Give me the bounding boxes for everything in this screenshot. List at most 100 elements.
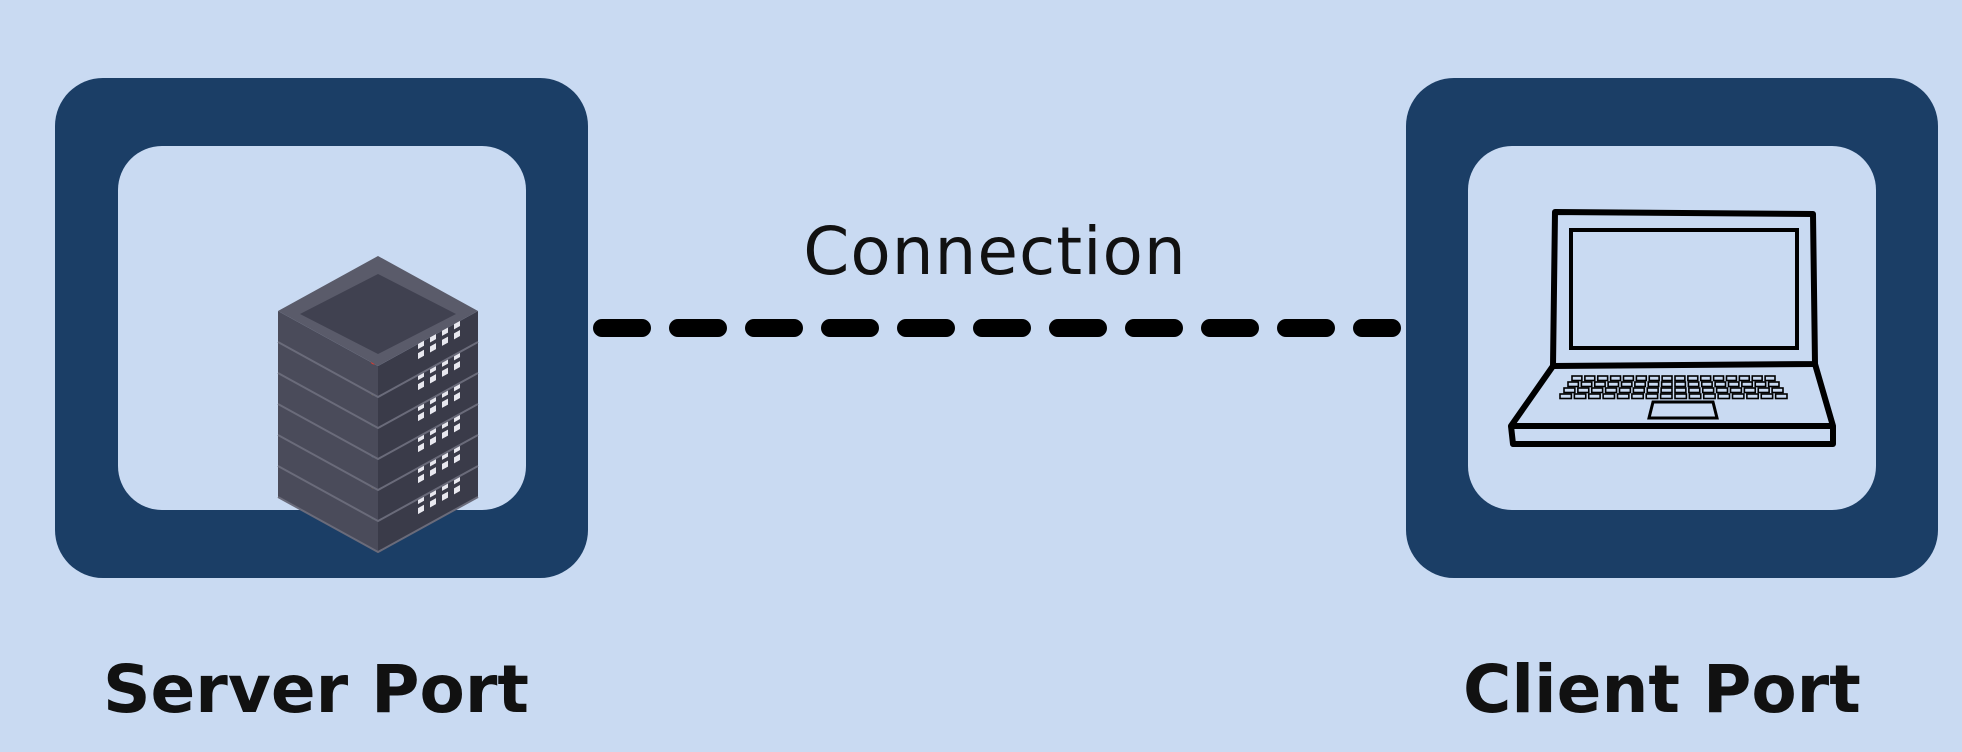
keyboard-key xyxy=(1563,387,1576,394)
keyboard-key xyxy=(1687,375,1699,382)
keyboard-key xyxy=(1622,375,1635,382)
keyboard-key xyxy=(1659,393,1673,400)
keyboard-key xyxy=(1593,381,1606,388)
keyboard-key xyxy=(1660,381,1673,388)
connection-line xyxy=(593,319,1401,337)
keyboard-key xyxy=(1632,387,1646,394)
rack-vent xyxy=(442,460,448,470)
keyboard-key xyxy=(1746,393,1760,400)
rack-unit xyxy=(277,466,479,554)
rack-vent xyxy=(418,411,424,422)
keyboard-key xyxy=(1616,393,1630,400)
rack-vent xyxy=(454,485,460,495)
rack-unit xyxy=(277,342,479,430)
keyboard-key xyxy=(1587,393,1601,400)
keyboard-key xyxy=(1634,381,1647,388)
rack-vent xyxy=(430,374,436,384)
keyboard-key xyxy=(1580,381,1593,388)
keyboard-key xyxy=(1774,393,1788,400)
keyboard-key xyxy=(1754,381,1767,388)
keyboard-key xyxy=(1701,387,1715,394)
keyboard-key xyxy=(1712,375,1725,382)
keyboard-key xyxy=(1702,393,1716,400)
rack-vent xyxy=(430,333,436,343)
keyboard-key xyxy=(1687,381,1700,388)
keyboard-key xyxy=(1674,387,1687,394)
rack-vent xyxy=(442,398,448,408)
keyboard-key xyxy=(1635,375,1648,382)
keyboard-key xyxy=(1674,393,1688,400)
connection-label: Connection xyxy=(803,213,1187,290)
keyboard-key xyxy=(1604,387,1618,394)
rack-vent xyxy=(430,467,436,477)
keyboard-key xyxy=(1620,381,1633,388)
rack-vent xyxy=(418,339,424,350)
rack-vent xyxy=(454,392,460,402)
keyboard-key xyxy=(1602,393,1616,400)
rack-vent xyxy=(430,405,436,415)
client-tile xyxy=(1406,78,1938,578)
keyboard-key xyxy=(1609,375,1622,382)
keyboard-key xyxy=(1731,393,1745,400)
rack-vent xyxy=(442,429,448,439)
keyboard-key xyxy=(1645,393,1659,400)
rack-vent xyxy=(454,361,460,371)
rack-vent xyxy=(418,380,424,391)
keyboard-key xyxy=(1688,387,1701,394)
keyboard-key xyxy=(1646,387,1659,394)
keyboard-key xyxy=(1631,393,1645,400)
laptop-icon xyxy=(1508,209,1836,447)
rack-vent xyxy=(418,442,424,453)
keyboard-key xyxy=(1618,387,1632,394)
keyboard-key xyxy=(1741,381,1754,388)
keyboard-key xyxy=(1714,381,1727,388)
keyboard-key xyxy=(1700,381,1713,388)
keyboard-key xyxy=(1757,387,1770,394)
client-port-label: Client Port xyxy=(1463,651,1861,728)
rack-vent xyxy=(454,330,460,340)
keyboard-key xyxy=(1771,387,1784,394)
rack-unit xyxy=(277,311,479,399)
keyboard-key xyxy=(1571,375,1583,382)
keyboard-key xyxy=(1764,375,1776,382)
client-tile-inner xyxy=(1468,146,1876,510)
rack-vent xyxy=(442,491,448,501)
keyboard-key xyxy=(1767,381,1780,388)
rack-vent xyxy=(418,349,424,360)
keyboard-key xyxy=(1567,381,1580,388)
keyboard-key xyxy=(1743,387,1757,394)
rack-vent xyxy=(442,336,448,346)
keyboard-key xyxy=(1688,393,1702,400)
keyboard-key xyxy=(1607,381,1620,388)
keyboard-key xyxy=(1573,393,1587,400)
keyboard-key xyxy=(1760,393,1774,400)
rack-vent xyxy=(430,498,436,508)
keyboard-key xyxy=(1577,387,1590,394)
rack-vent xyxy=(442,326,448,336)
rack-vent xyxy=(430,343,436,353)
rack-unit xyxy=(277,404,479,492)
keyboard-key xyxy=(1715,387,1729,394)
rack-vent xyxy=(418,504,424,515)
server-port-label: Server Port xyxy=(103,651,529,728)
keyboard-key xyxy=(1648,375,1660,382)
rack-vent xyxy=(454,423,460,433)
keyboard-key xyxy=(1674,381,1687,388)
rack-unit xyxy=(277,435,479,523)
server-tile-inner xyxy=(118,146,526,554)
rack-vent xyxy=(418,473,424,484)
rack-vent xyxy=(454,454,460,464)
rack-vent xyxy=(454,320,460,330)
keyboard-key xyxy=(1584,375,1596,382)
server-rack-icon xyxy=(277,256,479,554)
keyboard-key xyxy=(1647,381,1660,388)
keyboard-key xyxy=(1699,375,1712,382)
keyboard-key xyxy=(1717,393,1731,400)
keyboard-key xyxy=(1738,375,1751,382)
keyboard-key xyxy=(1727,381,1740,388)
keyboard-key xyxy=(1751,375,1763,382)
rack-vent xyxy=(430,436,436,446)
rack-vent xyxy=(442,367,448,377)
keyboard-key xyxy=(1596,375,1609,382)
keyboard-key xyxy=(1729,387,1743,394)
